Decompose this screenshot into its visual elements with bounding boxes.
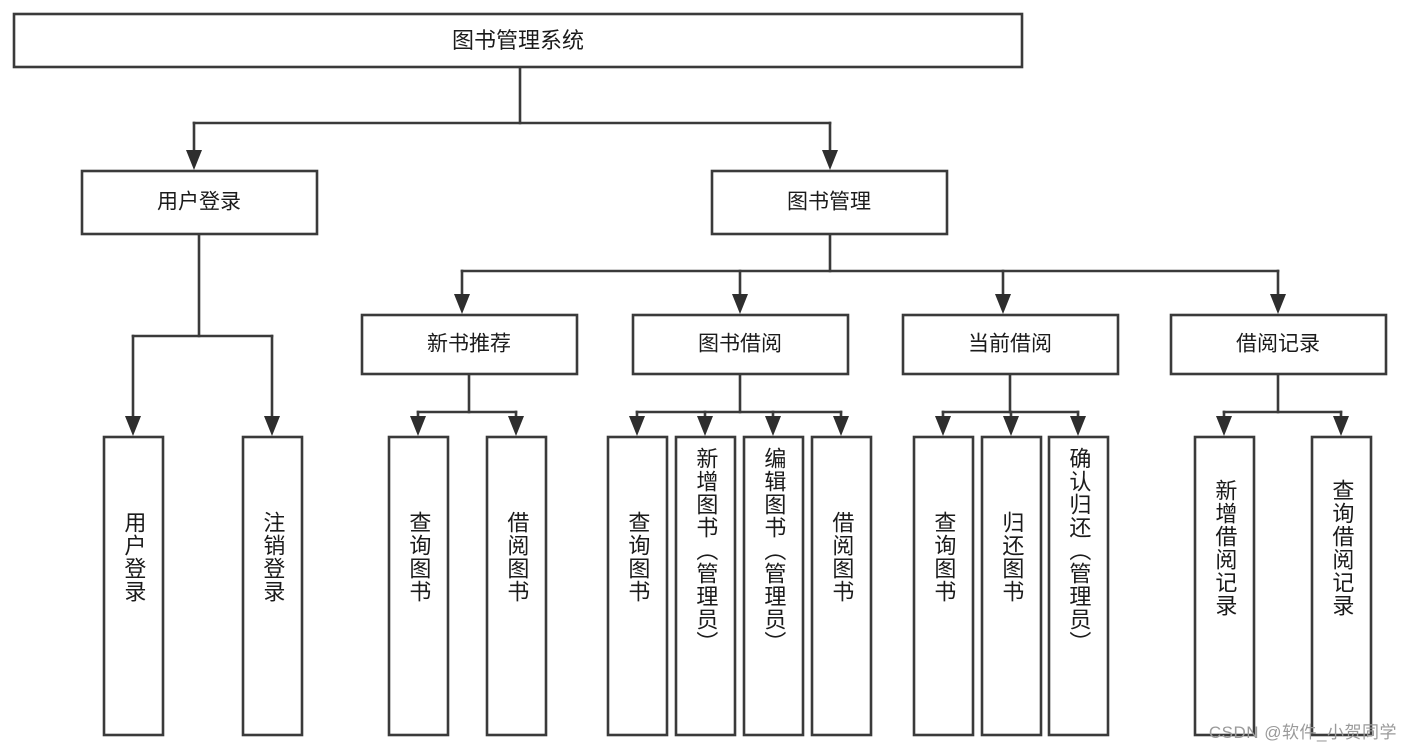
node-user-login-label: 用户登录 [157, 191, 241, 214]
leaf-box-cb-return-book[interactable] [980, 435, 1043, 737]
leaf-box-bb-add-book[interactable] [674, 435, 737, 737]
arrow-head-bb-leaf-2 [697, 416, 713, 436]
node-current-borrow-label: 当前借阅 [968, 333, 1052, 356]
leaf-boxes-book-borrow [606, 435, 873, 737]
arrow-head-leaf-logout [264, 416, 280, 436]
leaf-box-nb-borrow-book[interactable] [485, 435, 548, 737]
arrow-head-br-leaf-1 [1216, 416, 1232, 436]
leaf-boxes-new-book [387, 435, 548, 737]
leaf-box-br-add-record[interactable] [1193, 435, 1256, 737]
connector-group-user-login [125, 233, 280, 436]
leaf-boxes-borrow-records [1193, 435, 1373, 737]
arrow-head-cb-leaf-2 [1003, 416, 1019, 436]
node-root-system[interactable]: 图书管理系统 [12, 12, 1024, 69]
arrow-head-new-book [454, 294, 470, 314]
node-user-login[interactable]: 用户登录 [80, 169, 319, 236]
leaf-box-nb-query-book[interactable] [387, 435, 450, 737]
connector-group-book-borrow [629, 373, 849, 436]
arrow-head-leaf-user-login [125, 416, 141, 436]
connector-group-borrow-records [1216, 373, 1349, 436]
node-new-book-recommend-box[interactable] [360, 313, 579, 376]
node-current-borrow-box[interactable] [901, 313, 1120, 376]
node-borrow-records[interactable]: 借阅记录 [1169, 313, 1388, 376]
arrow-head-cb-leaf-1 [935, 416, 951, 436]
arrow-head-bb-leaf-3 [765, 416, 781, 436]
node-book-borrow-label: 图书借阅 [698, 333, 782, 356]
leaf-boxes-user-login [102, 435, 304, 737]
node-book-borrow-box[interactable] [631, 313, 850, 376]
arrow-head-nb-leaf-2 [508, 416, 524, 436]
leaf-box-cb-confirm-return[interactable] [1047, 435, 1110, 737]
arrow-head-current-borrow [995, 294, 1011, 314]
leaf-box-logout[interactable] [241, 435, 304, 737]
node-new-book-recommend-label: 新书推荐 [427, 333, 511, 356]
connector-group-new-book [410, 373, 524, 436]
node-book-management[interactable]: 图书管理 [710, 169, 949, 236]
node-root-label: 图书管理系统 [452, 28, 584, 53]
node-borrow-records-label: 借阅记录 [1236, 333, 1320, 356]
node-user-login-box[interactable] [80, 169, 319, 236]
arrow-head-nb-leaf-1 [410, 416, 426, 436]
arrow-head-bb-leaf-4 [833, 416, 849, 436]
node-book-management-box[interactable] [710, 169, 949, 236]
arrow-head-user-login [186, 150, 202, 170]
leaf-box-cb-query-book[interactable] [912, 435, 975, 737]
node-borrow-records-box[interactable] [1169, 313, 1388, 376]
leaf-box-bb-borrow-book[interactable] [810, 435, 873, 737]
node-book-management-label: 图书管理 [787, 191, 871, 214]
node-root-box[interactable] [12, 12, 1024, 69]
connector-group-root [186, 65, 838, 170]
node-new-book-recommend[interactable]: 新书推荐 [360, 313, 579, 376]
arrow-head-book-borrow [732, 294, 748, 314]
leaf-box-bb-query-book[interactable] [606, 435, 669, 737]
leaf-box-user-login[interactable] [102, 435, 165, 737]
arrow-head-bb-leaf-1 [629, 416, 645, 436]
leaf-boxes-current-borrow [912, 435, 1110, 737]
arrow-head-cb-leaf-3 [1070, 416, 1086, 436]
arrow-head-book-mgmt [822, 150, 838, 170]
arrow-head-br-leaf-2 [1333, 416, 1349, 436]
node-book-borrow[interactable]: 图书借阅 [631, 313, 850, 376]
node-current-borrow[interactable]: 当前借阅 [901, 313, 1120, 376]
leaf-box-br-query-record[interactable] [1310, 435, 1373, 737]
connector-group-current-borrow [935, 373, 1086, 436]
arrow-head-borrow-records [1270, 294, 1286, 314]
csdn-watermark: CSDN @软件_小贺同学 [1208, 723, 1397, 742]
leaf-box-bb-edit-book[interactable] [742, 435, 805, 737]
connector-group-book-mgmt [454, 232, 1286, 314]
